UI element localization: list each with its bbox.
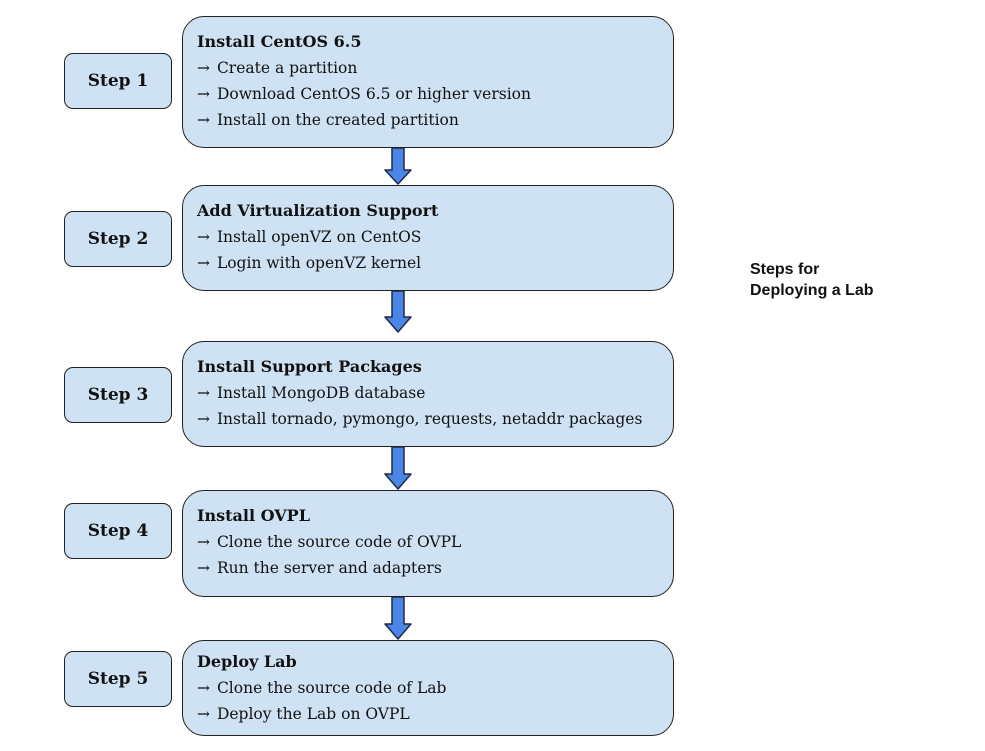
- right-arrow-icon: →: [197, 111, 210, 129]
- right-arrow-icon: →: [197, 384, 210, 402]
- step-5-title: Deploy Lab: [197, 652, 297, 671]
- step-2-item-2: → Login with openVZ kernel: [197, 254, 422, 272]
- down-arrow-icon: [384, 597, 412, 640]
- right-arrow-icon: →: [197, 533, 210, 551]
- right-arrow-icon: →: [197, 705, 210, 723]
- step-1-title: Install CentOS 6.5: [197, 32, 362, 51]
- step-5-item-1: → Clone the source code of Lab: [197, 679, 447, 697]
- step-3-label: Step 3: [64, 367, 172, 423]
- step-3-item-2: → Install tornado, pymongo, requests, ne…: [197, 410, 643, 428]
- right-arrow-icon: →: [197, 59, 210, 77]
- step-5-label: Step 5: [64, 651, 172, 707]
- right-arrow-icon: →: [197, 410, 210, 428]
- step-4-title: Install OVPL: [197, 506, 310, 525]
- right-arrow-icon: →: [197, 85, 210, 103]
- right-arrow-icon: →: [197, 559, 210, 577]
- step-4-item-1: → Clone the source code of OVPL: [197, 533, 462, 551]
- step-1-item-3: → Install on the created partition: [197, 111, 459, 129]
- diagram-title-line-2: Deploying a Lab: [750, 282, 874, 299]
- right-arrow-icon: →: [197, 679, 210, 697]
- step-2-title: Add Virtualization Support: [197, 201, 439, 220]
- step-1-label: Step 1: [64, 53, 172, 109]
- step-5-item-2: → Deploy the Lab on OVPL: [197, 705, 410, 723]
- down-arrow-icon: [384, 447, 412, 490]
- step-2-item-1: → Install openVZ on CentOS: [197, 228, 422, 246]
- down-arrow-icon: [384, 291, 412, 333]
- down-arrow-icon: [384, 148, 412, 185]
- diagram-title-line-1: Steps for: [750, 261, 820, 278]
- step-2-label: Step 2: [64, 211, 172, 267]
- step-4-item-2: → Run the server and adapters: [197, 559, 442, 577]
- right-arrow-icon: →: [197, 228, 210, 246]
- step-2-box: Add Virtualization Support → Install ope…: [182, 185, 674, 291]
- right-arrow-icon: →: [197, 254, 210, 272]
- step-3-box: Install Support Packages → Install Mongo…: [182, 341, 674, 447]
- diagram-title: Steps for Deploying a Lab: [750, 259, 874, 301]
- step-3-item-1: → Install MongoDB database: [197, 384, 426, 402]
- step-5-box: Deploy Lab → Clone the source code of La…: [182, 640, 674, 736]
- step-1-box: Install CentOS 6.5 → Create a partition …: [182, 16, 674, 148]
- step-1-item-1: → Create a partition: [197, 59, 358, 77]
- step-1-item-2: → Download CentOS 6.5 or higher version: [197, 85, 531, 103]
- step-4-box: Install OVPL → Clone the source code of …: [182, 490, 674, 597]
- step-4-label: Step 4: [64, 503, 172, 559]
- step-3-title: Install Support Packages: [197, 357, 422, 376]
